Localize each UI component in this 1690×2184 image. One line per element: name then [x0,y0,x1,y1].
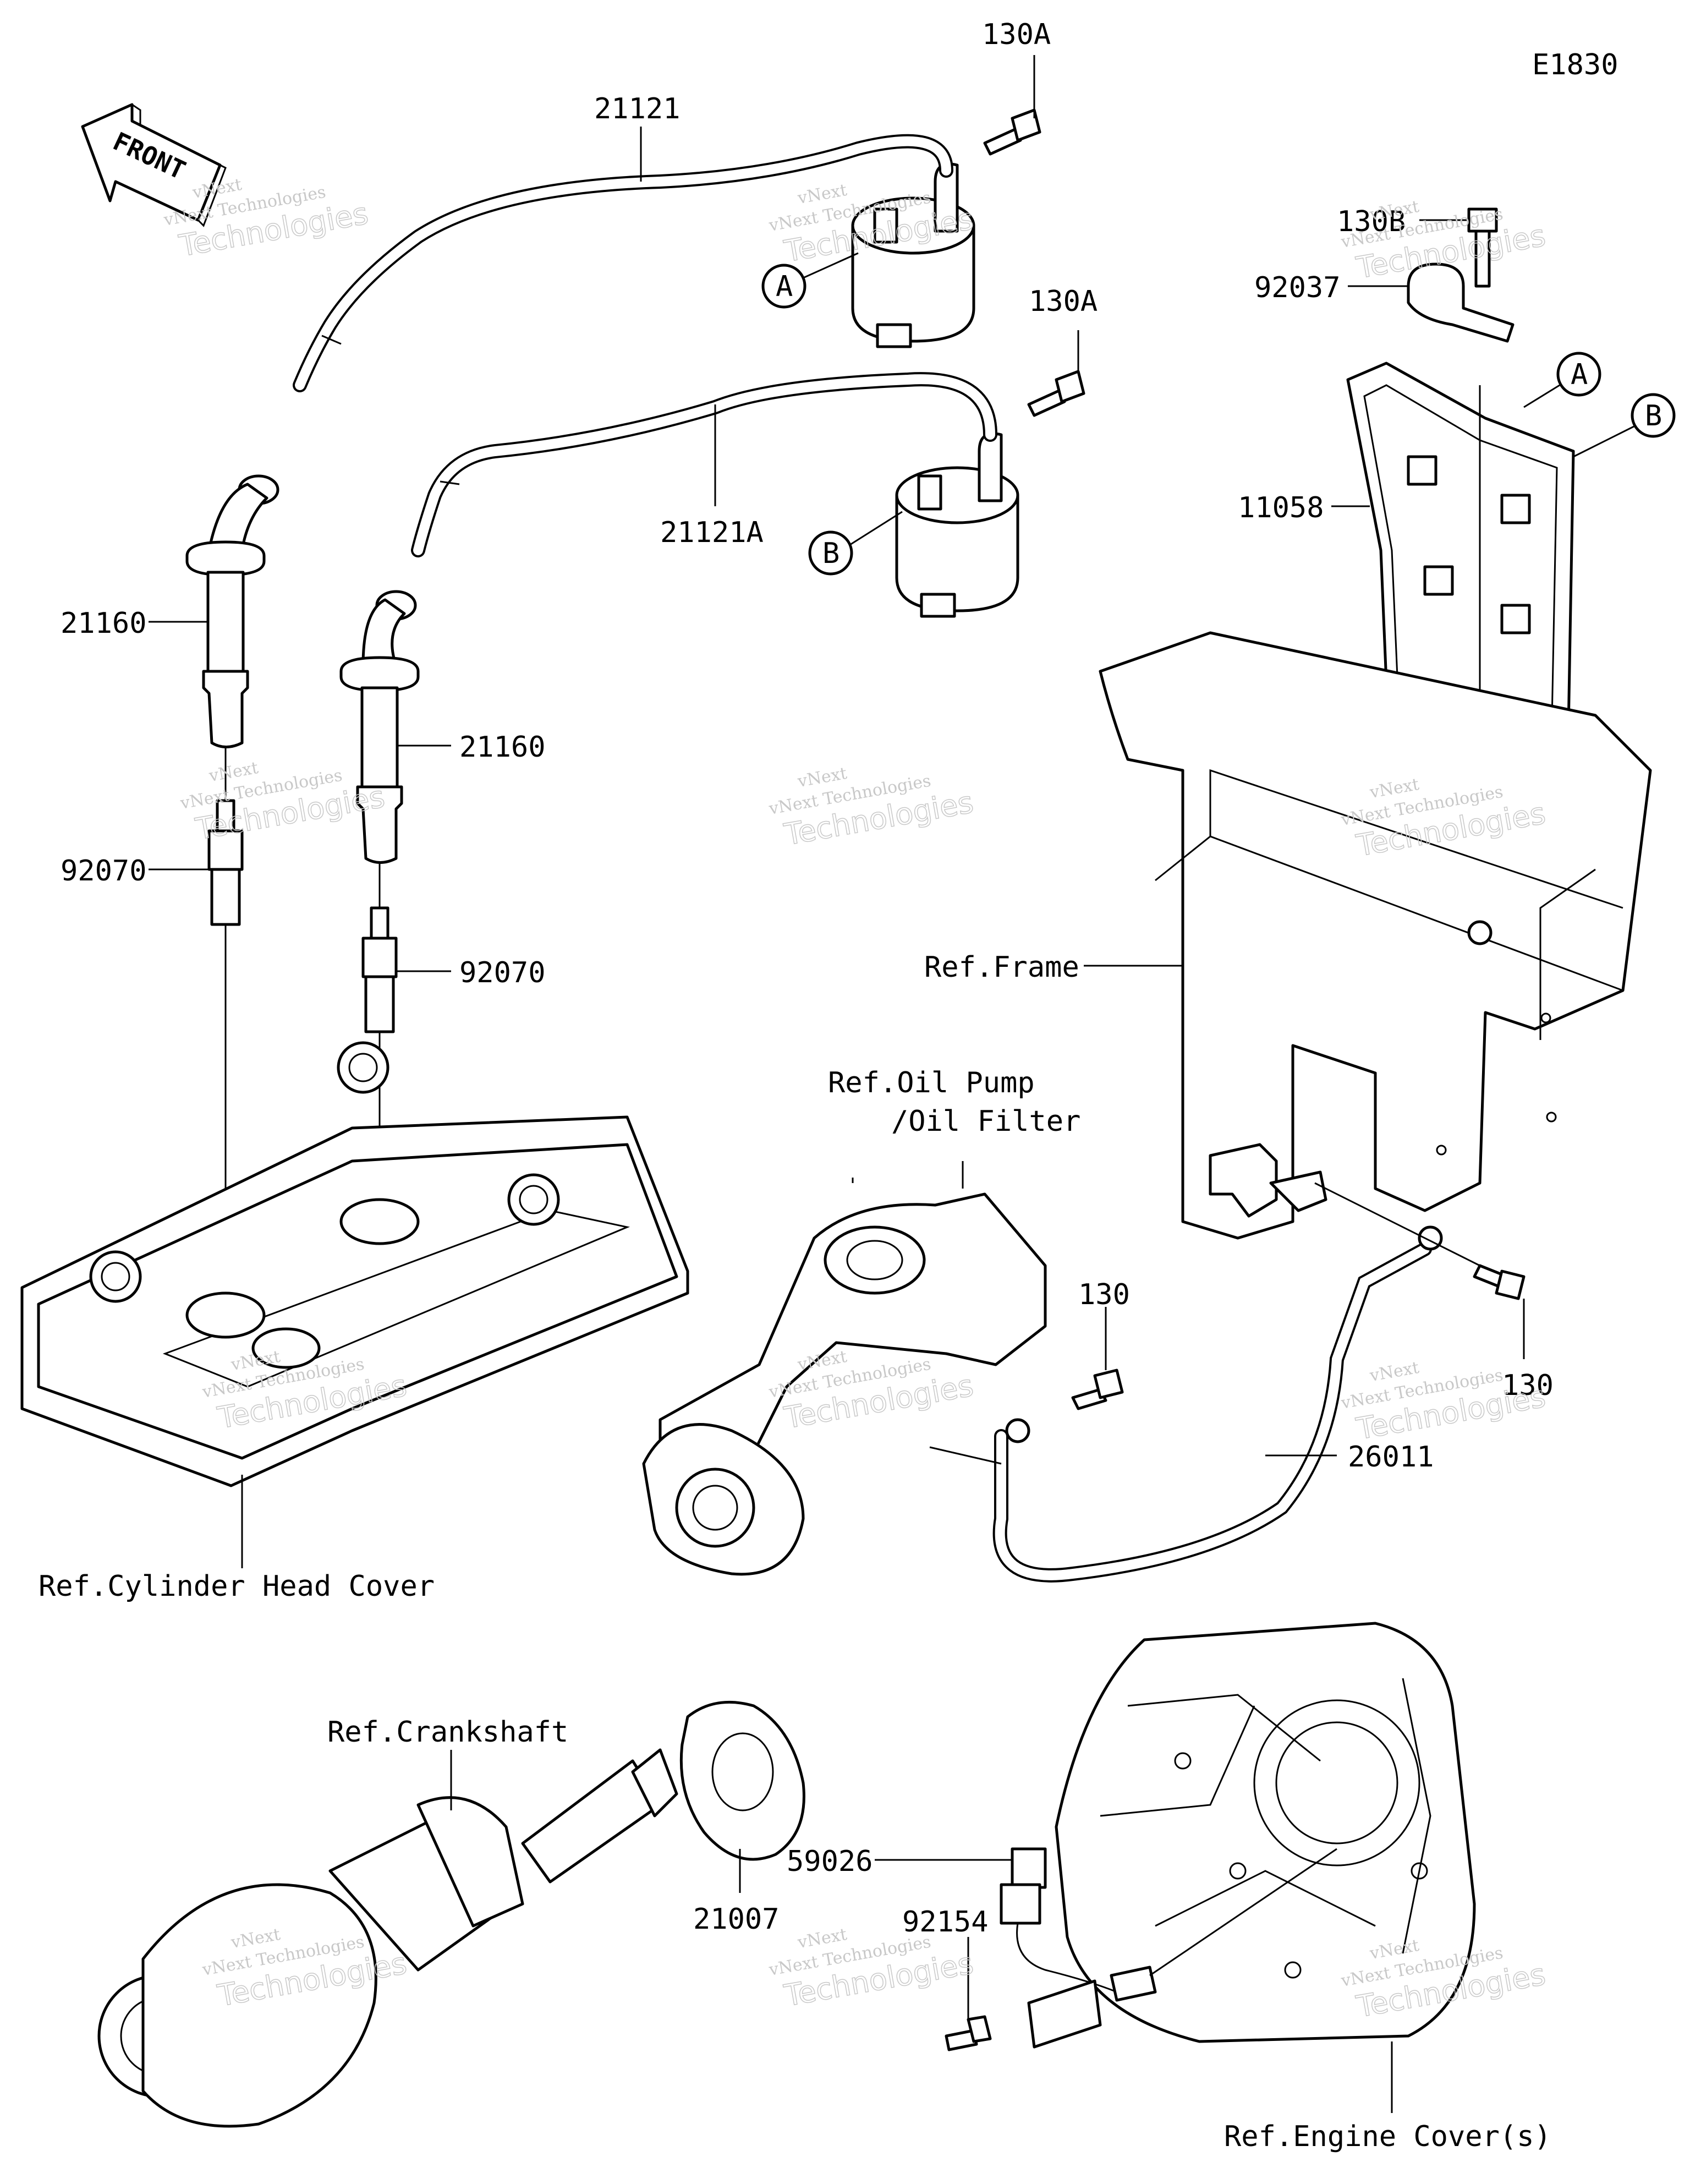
svg-text:A: A [1571,358,1588,391]
spark-plug-left [207,748,244,1332]
ignition-coil-a [851,162,975,348]
leader-lines [149,55,1525,2019]
ground-lead [929,1182,1480,1583]
ref-crankshaft: Ref.Crankshaft [327,1716,568,1749]
bolt-130-right [1473,1264,1526,1300]
marker-a-bracket: A [1523,352,1601,408]
marker-b-coil: B [808,511,903,576]
crankshaft [97,1748,678,2128]
bolt-130-left [1071,1369,1124,1410]
frame [1099,631,1652,1240]
callout-92037: 92037 [1254,271,1341,304]
svg-text:B: B [822,537,839,570]
cylinder-head-cover [20,1041,689,1568]
svg-text:A: A [776,270,793,303]
bolt-130b [1467,207,1498,288]
callout-21121a: 21121A [660,516,764,549]
clamp-92037 [1407,262,1515,343]
callout-130-right: 130 [1502,1369,1554,1402]
cable-21121a [411,372,997,557]
marker-b-bracket: B [1573,393,1676,458]
diagram-code: E1830 [1532,48,1618,81]
oil-pump [642,1161,1047,1576]
callout-92154: 92154 [902,1906,989,1939]
ref-oil-filter: /Oil Filter [891,1105,1080,1138]
engine-cover [1055,1622,1476,2113]
callout-21007: 21007 [693,1903,780,1936]
callout-92070-right: 92070 [459,956,546,989]
cable-21121 [293,134,953,392]
callout-130a-mid: 130A [1029,285,1098,318]
bolt-130a-mid [1027,370,1085,417]
callout-130a-top: 130A [982,18,1051,51]
bolt-130a-top [983,108,1041,156]
plug-cap-right [339,590,420,864]
ref-engine-cover: Ref.Engine Cover(s) [1224,2120,1551,2153]
ecu-bracket [1346,362,1575,935]
marker-a-coil: A [761,252,859,309]
callout-11058: 11058 [1238,491,1324,524]
callout-26011: 26011 [1348,1441,1434,1474]
ref-cylinder-head-cover: Ref.Cylinder Head Cover [39,1570,435,1603]
callout-21160-right: 21160 [459,731,546,764]
callout-21160-left: 21160 [61,607,147,640]
ref-oil-pump: Ref.Oil Pump [828,1066,1035,1099]
ignition-coil-b [895,432,1019,618]
timing-rotor [679,1700,805,1893]
callout-130b: 130B [1337,205,1406,238]
bolt-92154 [945,2015,992,2051]
svg-text:B: B [1645,399,1662,433]
ref-frame: Ref.Frame [924,951,1079,984]
spark-plug-right [361,864,398,1222]
plug-cap-left [185,474,279,748]
callout-92070-left: 92070 [61,855,147,888]
callout-130-left: 130 [1078,1278,1130,1311]
callout-59026: 59026 [787,1845,873,1878]
callout-21121: 21121 [594,92,681,125]
pickup-sensor [1000,1847,1337,2049]
